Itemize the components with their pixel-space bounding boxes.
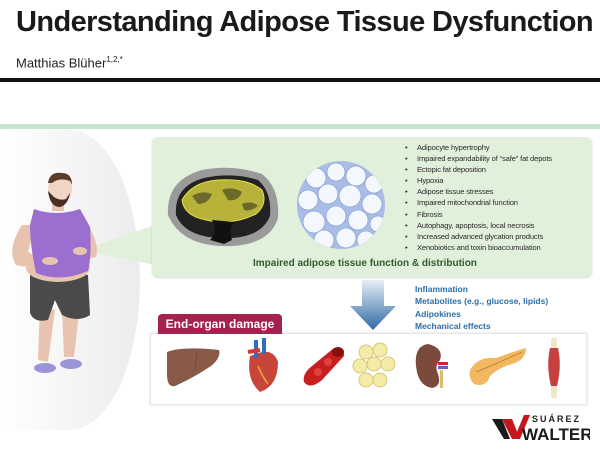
- list-item: Increased advanced glycation products: [405, 231, 590, 242]
- suarez-walter-logo: SUÁREZ WALTER: [492, 414, 590, 444]
- pancreas-icon: [469, 348, 526, 385]
- kidney-icon: [415, 344, 448, 388]
- section-divider: [0, 124, 600, 129]
- list-item: Autophagy, apoptosis, local necrosis: [405, 220, 590, 231]
- paper-title: Understanding Adipose Tissue Dysfunction: [16, 6, 594, 38]
- list-item: Impaired mitochondrial function: [405, 197, 590, 208]
- mediator-item: Inflammation: [415, 284, 468, 294]
- author-name: Matthias Blüher: [16, 55, 107, 71]
- callout-wedge: [82, 225, 155, 265]
- header-divider: [0, 78, 600, 82]
- mediator-item: Mechanical effects: [415, 320, 491, 331]
- mri-cross-section-image: [167, 167, 279, 247]
- list-item: Ectopic fat deposition: [405, 164, 590, 175]
- muscle-icon: [548, 338, 560, 398]
- adipose-tissue-micrograph: [297, 161, 385, 249]
- author-affiliation: 1,2,*: [106, 55, 123, 64]
- list-item: Adipocyte hypertrophy: [405, 142, 590, 153]
- mediator-item: Metabolites (e.g., glucose, lipids): [415, 296, 549, 307]
- heart-icon: [247, 338, 278, 392]
- list-item: Hypoxia: [405, 175, 590, 186]
- list-item: Fibrosis: [405, 209, 590, 220]
- list-item: Adipose tissue stresses: [405, 186, 590, 197]
- end-organ-damage-label: End-organ damage: [158, 314, 282, 334]
- mediator-item: Adipokines: [415, 308, 461, 319]
- person-illustration: [12, 172, 97, 373]
- author-line: Matthias Blüher1,2,*: [16, 55, 123, 70]
- down-arrow-icon: [350, 280, 396, 330]
- liver-icon: [167, 348, 220, 387]
- panel-caption: Impaired adipose tissue function & distr…: [253, 258, 477, 269]
- logo-top-text: SUÁREZ: [532, 414, 581, 424]
- list-item: Xenobiotics and toxin bioaccumulation: [405, 242, 590, 253]
- mediators-list: Inflammation Metabolites (e.g., glucose,…: [415, 283, 548, 332]
- blood-vessel-icon: [303, 347, 344, 386]
- adipocytes-icon: [352, 342, 396, 388]
- list-item: Impaired expandability of “safe” fat dep…: [405, 153, 590, 164]
- dysfunction-list: Adipocyte hypertrophy Impaired expandabi…: [405, 142, 590, 253]
- logo-bottom-text: WALTER: [522, 425, 590, 444]
